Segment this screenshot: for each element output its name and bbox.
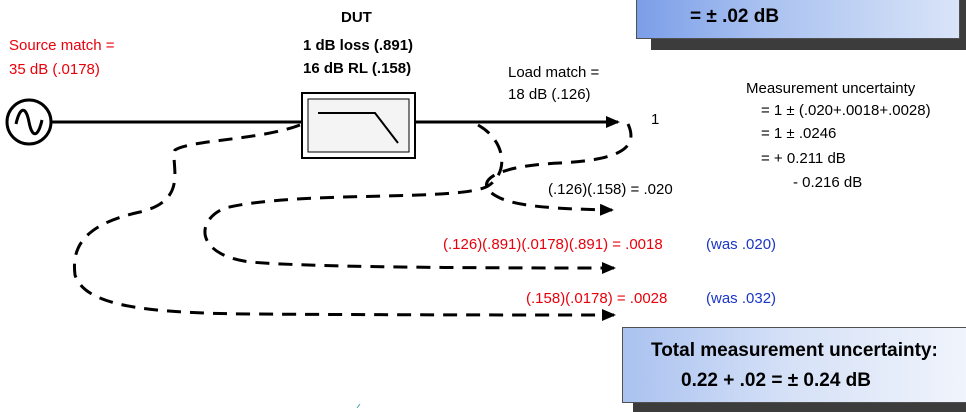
total-uncertainty-title: Total measurement uncertainty: [651,340,938,361]
source-symbol [5,98,53,146]
top-result-box [636,0,960,39]
load-match-label: Load match = [508,64,600,81]
path-3-was: (was .032) [706,290,777,307]
uncertainty-line-4: - 0.216 dB [793,174,863,191]
incident-value: 1 [651,111,660,128]
dut-title: DUT [341,9,372,26]
uncertainty-title: Measurement uncertainty [746,80,916,97]
dut-filter-icon [301,92,416,159]
dut-return-loss: 16 dB RL (.158) [303,60,412,77]
top-box-text: = ± .02 dB [690,6,780,27]
path-2-formula: (.126)(.891)(.0178)(.891) = .0018 [443,236,663,253]
small-mark [356,403,361,409]
uncertainty-line-3: = + 0.211 dB [761,150,846,167]
dut-loss: 1 dB loss (.891) [303,37,414,54]
path-2-was: (was .020) [706,236,777,253]
path-3-formula: (.158)(.0178) = .0028 [526,290,668,307]
total-uncertainty-value: 0.22 + .02 = ± 0.24 dB [681,370,871,391]
uncertainty-line-2: = 1 ± .0246 [761,125,837,142]
source-match-value: 35 dB (.0178) [9,61,100,78]
source-match-label: Source match = [9,37,115,54]
load-match-value: 18 dB (.126) [508,86,591,103]
reflection-path-2 [203,123,616,274]
uncertainty-line-1: = 1 ± (.020+.0018+.0028) [761,102,931,119]
total-uncertainty-box [622,327,966,403]
reflection-path-1 [485,123,633,216]
path-1-formula: (.126)(.158) = .020 [548,181,673,198]
reflection-path-3 [72,123,616,321]
